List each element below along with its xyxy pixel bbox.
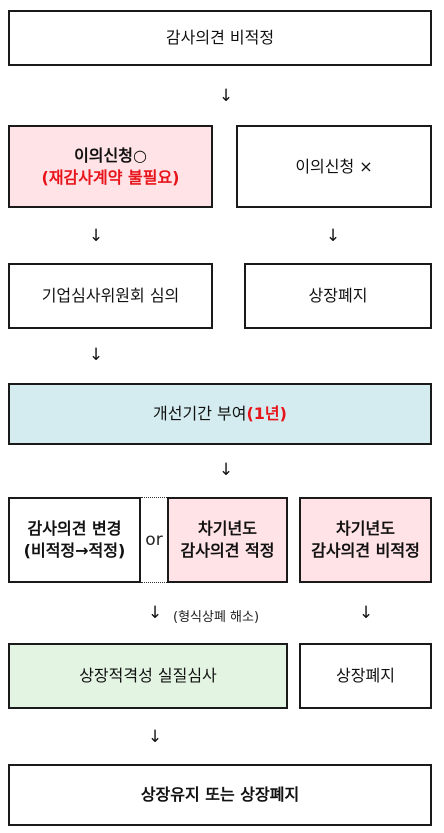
- node-label: 상장폐지: [308, 286, 368, 306]
- node-label: 이의신청○: [74, 145, 147, 165]
- node-label: 상장적격성 실질심사: [79, 666, 217, 686]
- node-eligibility-review: 상장적격성 실질심사: [8, 643, 288, 709]
- formal-delisting-note: (형식상폐 해소): [173, 610, 260, 625]
- node-committee-review: 기업심사위원회 심의: [8, 263, 213, 329]
- arrow-down-icon: ↓: [147, 603, 163, 623]
- arrow-down-icon: ↓: [88, 345, 104, 365]
- node-appeal-yes: 이의신청○ (재감사계약 불필요): [8, 125, 213, 208]
- node-label: 감사의견 적정: [180, 541, 275, 560]
- node-label: 이의신청 ×: [295, 156, 373, 176]
- node-label: 감사의견 변경: [27, 519, 122, 539]
- arrow-down-icon: ↓: [325, 226, 341, 246]
- node-label: 상장유지 또는 상장폐지: [140, 785, 300, 805]
- node-next-year-qualified: 차기년도 감사의견 적정: [167, 497, 288, 583]
- node-label: (비적정→적정): [23, 541, 126, 560]
- node-label: 개선기간 부여: [153, 404, 247, 424]
- or-label: or: [145, 530, 163, 550]
- node-label-emphasis: (재감사계약 불필요): [41, 167, 180, 187]
- node-label: 감사의견 비적정: [165, 28, 275, 48]
- node-label-emphasis: (1년): [246, 404, 287, 424]
- node-next-year-unqualified: 차기년도 감사의견 비적정: [299, 497, 432, 583]
- arrow-down-icon: ↓: [218, 86, 234, 106]
- arrow-down-icon: ↓: [218, 460, 234, 480]
- node-label: 상장폐지: [336, 666, 395, 686]
- arrow-down-icon: ↓: [88, 226, 104, 246]
- node-appeal-no: 이의신청 ×: [236, 125, 432, 208]
- node-delisting: 상장폐지: [299, 643, 432, 709]
- node-delisting: 상장폐지: [244, 263, 432, 329]
- node-unqualified-opinion: 감사의견 비적정: [8, 10, 432, 66]
- node-label: 감사의견 비적정: [311, 541, 420, 560]
- node-label: 차기년도: [336, 519, 395, 539]
- node-final-outcome: 상장유지 또는 상장폐지: [8, 764, 432, 826]
- node-label: 차기년도: [198, 519, 257, 539]
- arrow-down-icon: ↓: [358, 603, 374, 623]
- or-connector: [141, 497, 167, 583]
- arrow-down-icon: ↓: [147, 727, 163, 747]
- node-opinion-change: 감사의견 변경 (비적정→적정): [8, 497, 141, 583]
- node-label: 기업심사위원회 심의: [41, 286, 180, 306]
- node-improvement-period: 개선기간 부여 (1년): [8, 383, 432, 445]
